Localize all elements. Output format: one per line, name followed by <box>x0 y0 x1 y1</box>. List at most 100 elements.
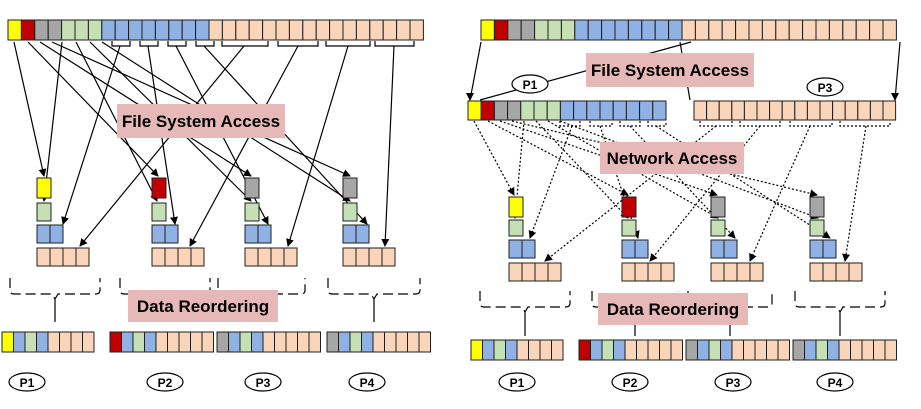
right-group-label-p1: P1 <box>511 74 549 94</box>
data-cell <box>539 339 552 361</box>
bracket <box>699 121 733 127</box>
data-cell <box>190 331 203 353</box>
data-cell <box>749 262 764 282</box>
label-text: File System Access <box>122 112 280 131</box>
left-p2-cell-d <box>151 247 205 267</box>
data-cell <box>101 19 116 41</box>
data-cell <box>659 339 672 361</box>
data-cell <box>505 339 518 361</box>
left-out-p1 <box>1 331 95 353</box>
right-mid-strip-p1 <box>467 100 667 121</box>
data-cell <box>384 331 397 353</box>
arrow <box>75 41 158 202</box>
data-cell <box>395 331 408 353</box>
data-cell <box>587 19 603 41</box>
data-cell <box>75 247 90 267</box>
arrow <box>79 45 245 247</box>
data-cell <box>641 19 656 41</box>
bracket <box>9 278 101 301</box>
data-cell <box>480 19 495 41</box>
data-cell <box>621 262 636 282</box>
data-cell <box>857 100 871 121</box>
data-cell <box>720 339 733 361</box>
data-cell <box>794 100 808 121</box>
left-p1-cell-a <box>36 177 52 199</box>
data-cell <box>87 19 103 41</box>
right-proc-p3: P3 <box>714 372 752 392</box>
right-p1-cell-b <box>508 219 524 237</box>
data-cell <box>723 262 738 282</box>
data-cell <box>761 19 777 41</box>
right-p4-cell-d <box>809 262 863 282</box>
data-cell <box>828 19 844 41</box>
data-cell <box>283 247 298 267</box>
data-cell <box>59 331 72 353</box>
data-cell <box>178 331 191 353</box>
arrow <box>286 45 349 247</box>
data-cell <box>482 339 495 361</box>
data-cell <box>848 262 863 282</box>
right-p4-cell-b <box>809 219 825 237</box>
bracket <box>647 121 667 127</box>
data-cell <box>480 100 495 121</box>
data-cell <box>766 339 779 361</box>
data-cell <box>141 19 156 41</box>
data-cell <box>546 100 561 121</box>
data-cell <box>132 331 145 353</box>
right-out-p2 <box>578 339 683 361</box>
right-p2-cell-a <box>621 196 637 218</box>
data-cell <box>614 19 629 41</box>
arrow <box>381 45 395 247</box>
data-cell <box>342 224 357 244</box>
left-out-p3 <box>216 331 321 353</box>
proc-ellipse <box>511 74 549 94</box>
data-cell <box>850 339 863 361</box>
data-cell <box>815 19 830 41</box>
data-cell <box>520 19 536 41</box>
bracket <box>167 41 187 47</box>
data-cell <box>743 100 758 121</box>
data-cell <box>660 262 675 282</box>
data-cell <box>508 239 523 259</box>
right-group-label-p3: P3 <box>806 77 844 97</box>
bracket <box>221 41 269 47</box>
data-cell <box>121 331 134 353</box>
data-cell <box>181 19 197 41</box>
data-cell <box>601 19 616 41</box>
data-cell <box>809 239 824 259</box>
label-text: Data Reordering <box>607 300 739 319</box>
data-cell <box>884 339 897 361</box>
right-p1-cell-a <box>508 196 524 218</box>
data-cell <box>838 339 851 361</box>
data-cell <box>754 339 767 361</box>
right-file-strip <box>480 19 897 41</box>
proc-ellipse <box>8 372 46 392</box>
proc-text: P1 <box>510 376 525 390</box>
left-proc-p3: P3 <box>244 372 282 392</box>
left-p2-cell-c <box>151 224 179 244</box>
right-p3-cell-b <box>710 219 726 237</box>
data-cell <box>802 19 817 41</box>
data-cell <box>228 331 241 353</box>
data-cell <box>731 100 745 121</box>
left-p4-cell-a <box>342 177 358 199</box>
data-cell <box>49 224 64 244</box>
bracket <box>839 121 891 127</box>
data-cell <box>819 100 834 121</box>
data-cell <box>369 19 384 41</box>
proc-text: P4 <box>828 376 843 390</box>
data-cell <box>792 339 805 361</box>
data-cell <box>869 19 884 41</box>
data-cell <box>257 224 272 244</box>
left-file-strip <box>7 19 424 41</box>
left-p1-cell-d <box>36 247 90 267</box>
data-cell <box>668 19 683 41</box>
proc-ellipse <box>498 372 536 392</box>
data-cell <box>244 202 260 222</box>
data-cell <box>694 19 710 41</box>
data-cell <box>372 331 385 353</box>
data-cell <box>467 100 482 121</box>
data-cell <box>882 19 897 41</box>
data-cell <box>788 19 804 41</box>
